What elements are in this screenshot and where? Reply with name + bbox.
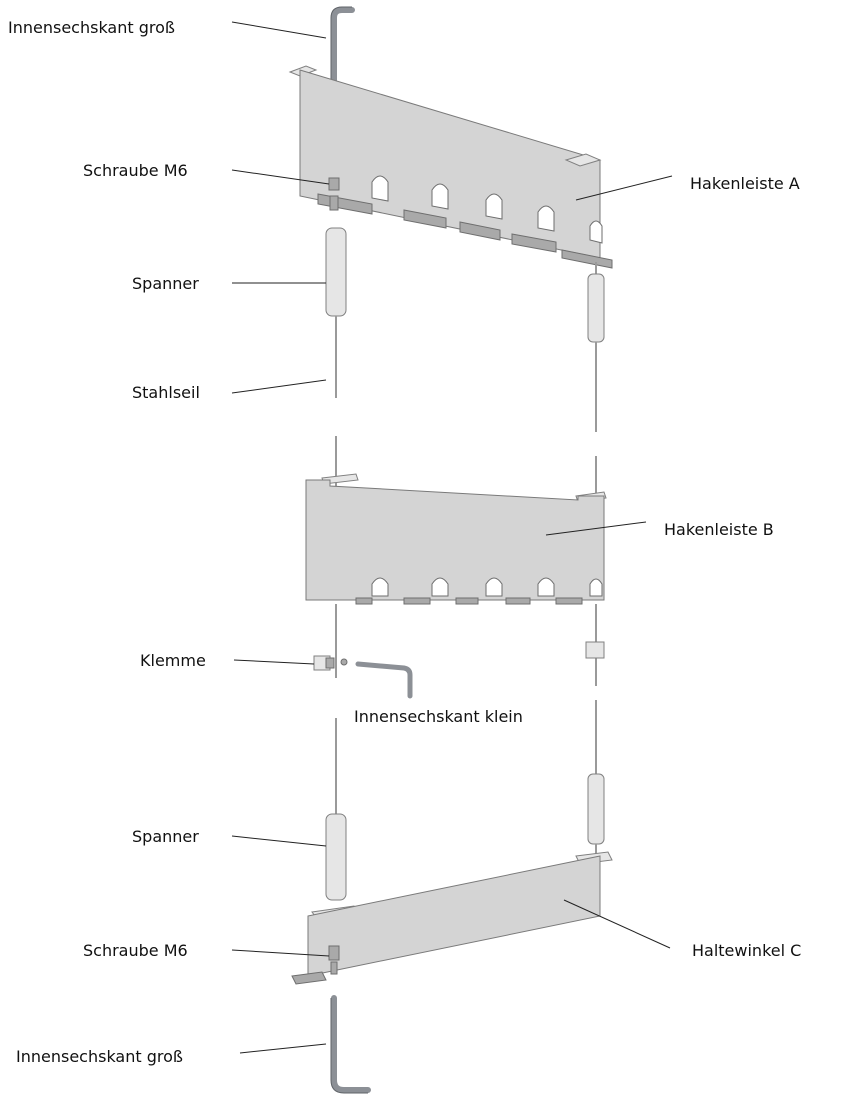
hexkey-large-bottom — [330, 995, 371, 1094]
label-hexkey-small: Innensechskant klein — [354, 707, 523, 726]
label-hook-rail-a: Hakenleiste A — [690, 174, 800, 193]
leader-hexkey-large-bottom — [239, 1043, 327, 1054]
clamp-right — [585, 604, 605, 686]
label-clamp: Klemme — [140, 651, 206, 670]
tensioner-bottom-right — [587, 700, 605, 856]
hook-rail-a — [288, 65, 613, 269]
tensioner-top-right — [587, 262, 605, 432]
label-bracket-c: Haltewinkel C — [692, 941, 801, 960]
hexkey-large-top — [330, 6, 355, 133]
label-hexkey-large-bottom: Innensechskant groß — [16, 1047, 183, 1066]
label-steel-cable: Stahlseil — [132, 383, 200, 402]
leader-clamp — [233, 659, 315, 665]
label-tensioner-top: Spanner — [132, 274, 199, 293]
hexkey-small — [355, 661, 413, 699]
tensioner-bottom-left — [325, 718, 347, 901]
leader-hook-rail-b — [545, 521, 647, 536]
label-hook-rail-b: Hakenleiste B — [664, 520, 774, 539]
label-screw-m6-top: Schraube M6 — [83, 161, 188, 180]
leader-steel-cable — [231, 379, 327, 394]
label-screw-m6-bottom: Schraube M6 — [83, 941, 188, 960]
leader-hook-rail-a — [575, 175, 673, 201]
hook-rail-b — [305, 436, 607, 605]
leader-hexkey-large-top — [231, 21, 327, 39]
leader-screw-top — [231, 169, 330, 185]
leader-screw-bottom — [231, 949, 330, 957]
label-hexkey-large-top: Innensechskant groß — [8, 18, 175, 37]
leader-tensioner-bottom — [231, 835, 327, 847]
tensioner-top-left — [325, 227, 347, 398]
clamp-left — [313, 604, 348, 678]
label-tensioner-bottom: Spanner — [132, 827, 199, 846]
leader-bracket-c — [563, 899, 671, 949]
